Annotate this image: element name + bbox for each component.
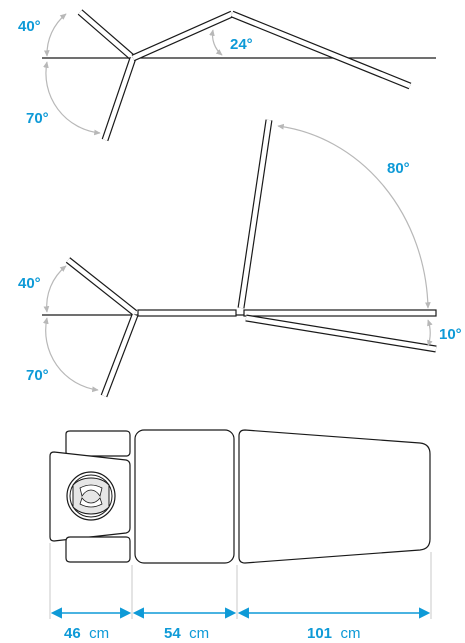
angle-label-head-up: 40°	[18, 18, 41, 35]
side-view-raised: 40° 70° 80° 10°	[18, 119, 462, 398]
angle-arc-head-up	[43, 265, 67, 313]
dimension-value: 101	[307, 625, 332, 642]
head-segment-up	[65, 257, 138, 316]
middle-segment	[131, 10, 234, 62]
dimension-unit: cm	[340, 625, 360, 642]
back-segment-down	[245, 314, 437, 353]
angle-label-back-tilt: 24°	[230, 36, 253, 53]
dimension-value: 46	[64, 625, 81, 642]
side-view-tilted: 40° 70° 24°	[18, 9, 436, 142]
angle-label-head-up: 40°	[18, 275, 41, 292]
head-segment-up	[77, 9, 136, 61]
angle-label-head-down: 70°	[26, 367, 49, 384]
angle-arc-back-tilt	[209, 29, 223, 56]
back-pad	[238, 429, 431, 564]
angle-label-head-down: 70°	[26, 110, 49, 127]
back-segment-flat	[243, 309, 437, 317]
face-hole-icon	[66, 471, 116, 521]
angle-arc-head-down	[42, 317, 99, 393]
arm-rest-bottom	[65, 536, 131, 563]
dimension-unit: cm	[89, 625, 109, 642]
dimension-unit: cm	[189, 625, 209, 642]
head-segment-down	[101, 56, 137, 142]
dimension-value: 54	[164, 625, 181, 642]
dimension-label-head: 46 cm	[64, 625, 109, 642]
head-segment-down	[100, 313, 139, 398]
angle-label-back-up: 80°	[387, 160, 410, 177]
back-segment-up	[237, 119, 273, 309]
middle-segment	[137, 309, 237, 317]
dimension-label-middle: 54 cm	[164, 625, 209, 642]
angle-arc-head-up	[43, 13, 67, 57]
back-segment	[230, 10, 412, 90]
arm-rest-top	[65, 430, 131, 457]
top-view: 46 cm 54 cm 101 cm	[49, 429, 432, 642]
angle-label-back-down: 10°	[439, 326, 462, 343]
angle-arc-head-down	[43, 61, 101, 136]
middle-pad	[134, 429, 235, 564]
angle-arc-back-down	[427, 319, 433, 347]
dimension-label-back: 101 cm	[307, 625, 360, 642]
angle-arc-back-up	[277, 123, 431, 309]
